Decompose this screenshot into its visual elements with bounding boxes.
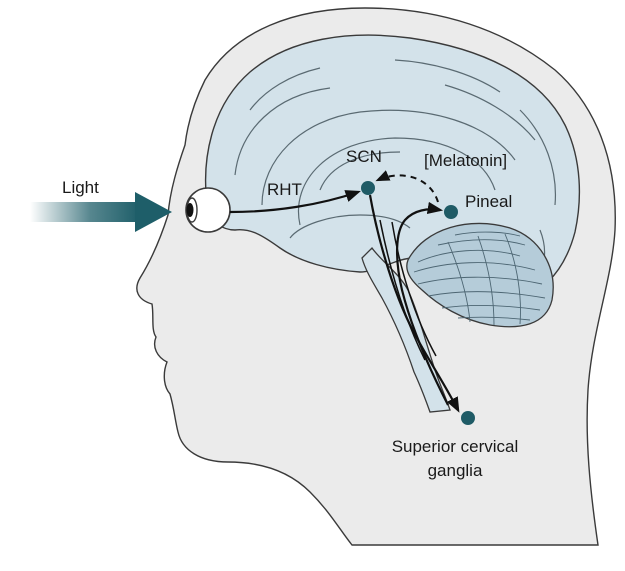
scn-to-ganglia-pathway <box>368 194 460 413</box>
eye-icon <box>185 187 231 233</box>
scn-label: SCN <box>346 147 382 166</box>
light-arrow <box>30 192 172 232</box>
pineal-label: Pineal <box>465 192 512 211</box>
scn-node <box>361 181 375 195</box>
melatonin-label: [Melatonin] <box>424 151 507 170</box>
pineal-node <box>444 205 458 219</box>
cerebellum <box>406 222 554 328</box>
ganglia-label-line1: Superior cervical <box>392 437 519 456</box>
ganglia-node <box>461 411 475 425</box>
ganglia-to-pineal-pathway <box>395 201 449 406</box>
brain-folds <box>234 59 557 281</box>
ganglia-label-line2: ganglia <box>428 461 483 480</box>
diencephalon <box>289 214 411 239</box>
rht-label: RHT <box>267 180 302 199</box>
light-label: Light <box>62 178 99 197</box>
spinal-fibers <box>379 219 437 361</box>
rht-pathway <box>229 190 361 214</box>
melatonin-feedback-pathway <box>375 170 439 203</box>
